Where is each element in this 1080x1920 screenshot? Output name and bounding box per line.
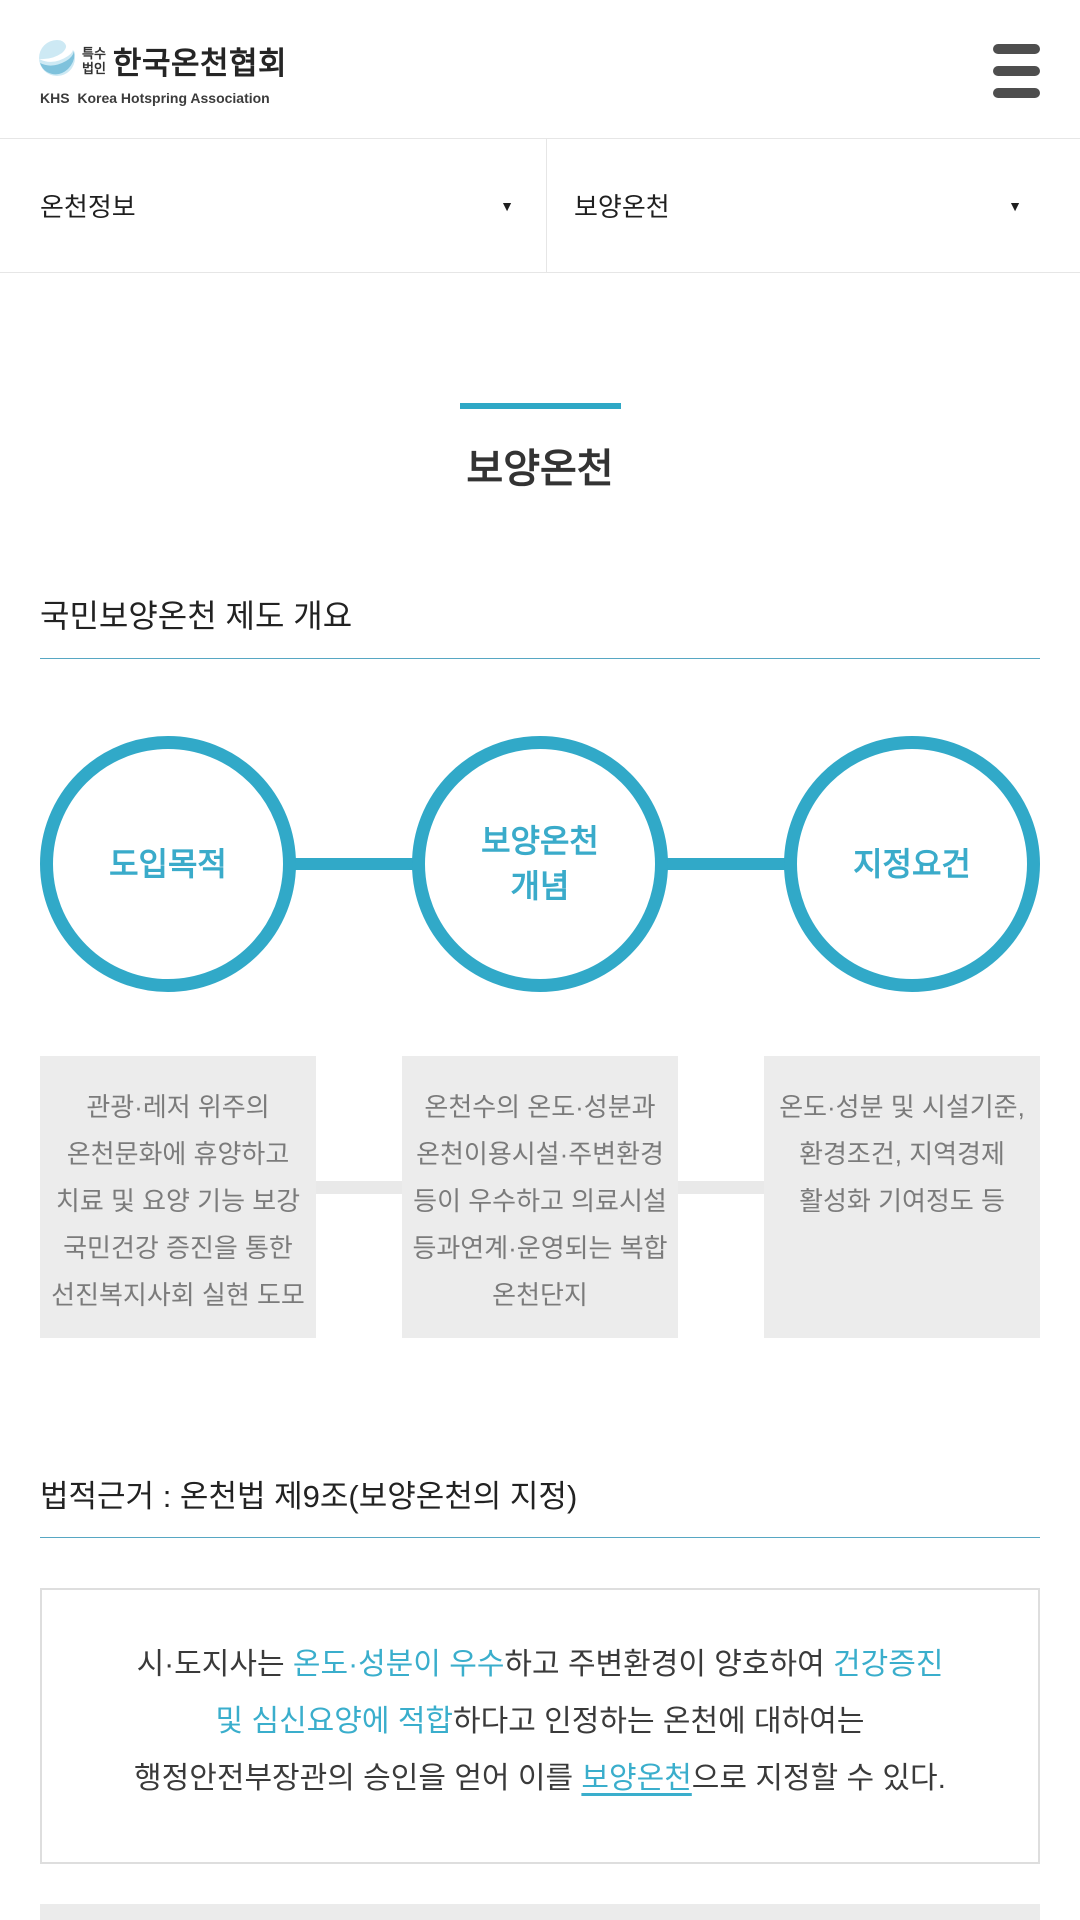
overview-step-diagram: 도입목적 보양온천 개념 지정요건 xyxy=(40,736,1040,992)
org-type-label: 특수 법인 xyxy=(82,45,106,76)
highlighted-link-text: 보양온천 xyxy=(581,1762,692,1795)
step-circle-concept: 보양온천 개념 xyxy=(412,736,668,992)
menu-bar xyxy=(993,66,1040,76)
site-header: 특수 법인 한국온천협회 KHS Korea Hotspring Associa… xyxy=(0,0,1080,138)
step-circle-label: 보양온천 개념 xyxy=(481,823,599,904)
title-accent-bar xyxy=(459,403,621,409)
box-connector xyxy=(310,1181,408,1194)
step-connector xyxy=(662,858,790,870)
legal-quote-line2: 및 심신요양에 적합하다고 인정하는 온천에 대하여는 xyxy=(215,1705,865,1738)
highlighted-text: 온도·성분이 우수 xyxy=(292,1648,505,1681)
step-circle-purpose: 도입목적 xyxy=(40,736,296,992)
dropdown-arrow-icon: ▼ xyxy=(500,197,514,214)
highlighted-text: 건강증진 xyxy=(833,1648,944,1681)
next-section-box-partial xyxy=(40,1904,1040,1920)
description-box-purpose: 관광·레저 위주의 온천문화에 휴양하고 치료 및 요양 기능 보강 국민건강 … xyxy=(40,1056,316,1338)
org-subtitle: KHS Korea Hotspring Association xyxy=(40,90,270,106)
step-circle-label: 도입목적 xyxy=(109,845,227,882)
menu-icon[interactable] xyxy=(993,44,1040,98)
description-text: 관광·레저 위주의 온천문화에 휴양하고 치료 및 요양 기능 보강 국민건강 … xyxy=(51,1092,305,1310)
legal-quote-line3: 행정안전부장관의 승인을 얻어 이를 보양온천으로 지정할 수 있다. xyxy=(134,1762,946,1795)
page-title: 보양온천 xyxy=(466,447,614,491)
menu-bar xyxy=(993,88,1040,98)
org-name: 한국온천협회 xyxy=(112,46,288,81)
overview-section-heading: 국민보양온천 제도 개요 xyxy=(40,592,1040,659)
subcategory-select[interactable]: 보양온천 ▼ xyxy=(546,139,1080,272)
legal-quote-box: 시·도지사는 온도·성분이 우수하고 주변환경이 양호하여 건강증진 및 심신요… xyxy=(40,1588,1040,1864)
description-text: 온도·성분 및 시설기준, 환경조건, 지역경제 활성화 기여정도 등 xyxy=(779,1092,1025,1216)
legal-section-heading: 법적근거 : 온천법 제9조(보양온천의 지정) xyxy=(40,1480,1040,1538)
description-text: 온천수의 온도·성분과 온천이용시설·주변환경 등이 우수하고 의료시설 등과연… xyxy=(412,1092,668,1310)
category-select[interactable]: 온천정보 ▼ xyxy=(0,139,546,272)
description-box-requirements: 온도·성분 및 시설기준, 환경조건, 지역경제 활성화 기여정도 등 xyxy=(764,1056,1040,1338)
step-connector xyxy=(290,858,418,870)
legal-quote-line1: 시·도지사는 온도·성분이 우수하고 주변환경이 양호하여 건강증진 xyxy=(136,1648,944,1681)
category-select-value: 온천정보 xyxy=(40,192,136,222)
overview-description-row: 관광·레저 위주의 온천문화에 휴양하고 치료 및 요양 기능 보강 국민건강 … xyxy=(40,1056,1040,1338)
breadcrumb-nav: 온천정보 ▼ 보양온천 ▼ xyxy=(0,138,1080,273)
main-content: 국민보양온천 제도 개요 도입목적 보양온천 개념 지정요건 관광·레저 위주의… xyxy=(40,592,1040,1920)
site-logo[interactable]: 특수 법인 한국온천협회 KHS Korea Hotspring Associa… xyxy=(38,38,287,106)
dropdown-arrow-icon: ▼ xyxy=(1008,197,1022,214)
highlighted-text: 및 심신요양에 적합 xyxy=(215,1705,454,1738)
step-circle-label: 지정요건 xyxy=(853,845,971,882)
globe-icon xyxy=(38,39,76,82)
menu-bar xyxy=(993,44,1040,54)
description-box-concept: 온천수의 온도·성분과 온천이용시설·주변환경 등이 우수하고 의료시설 등과연… xyxy=(402,1056,678,1338)
box-connector xyxy=(672,1181,770,1194)
subcategory-select-value: 보양온천 xyxy=(574,192,670,222)
step-circle-requirements: 지정요건 xyxy=(784,736,1040,992)
